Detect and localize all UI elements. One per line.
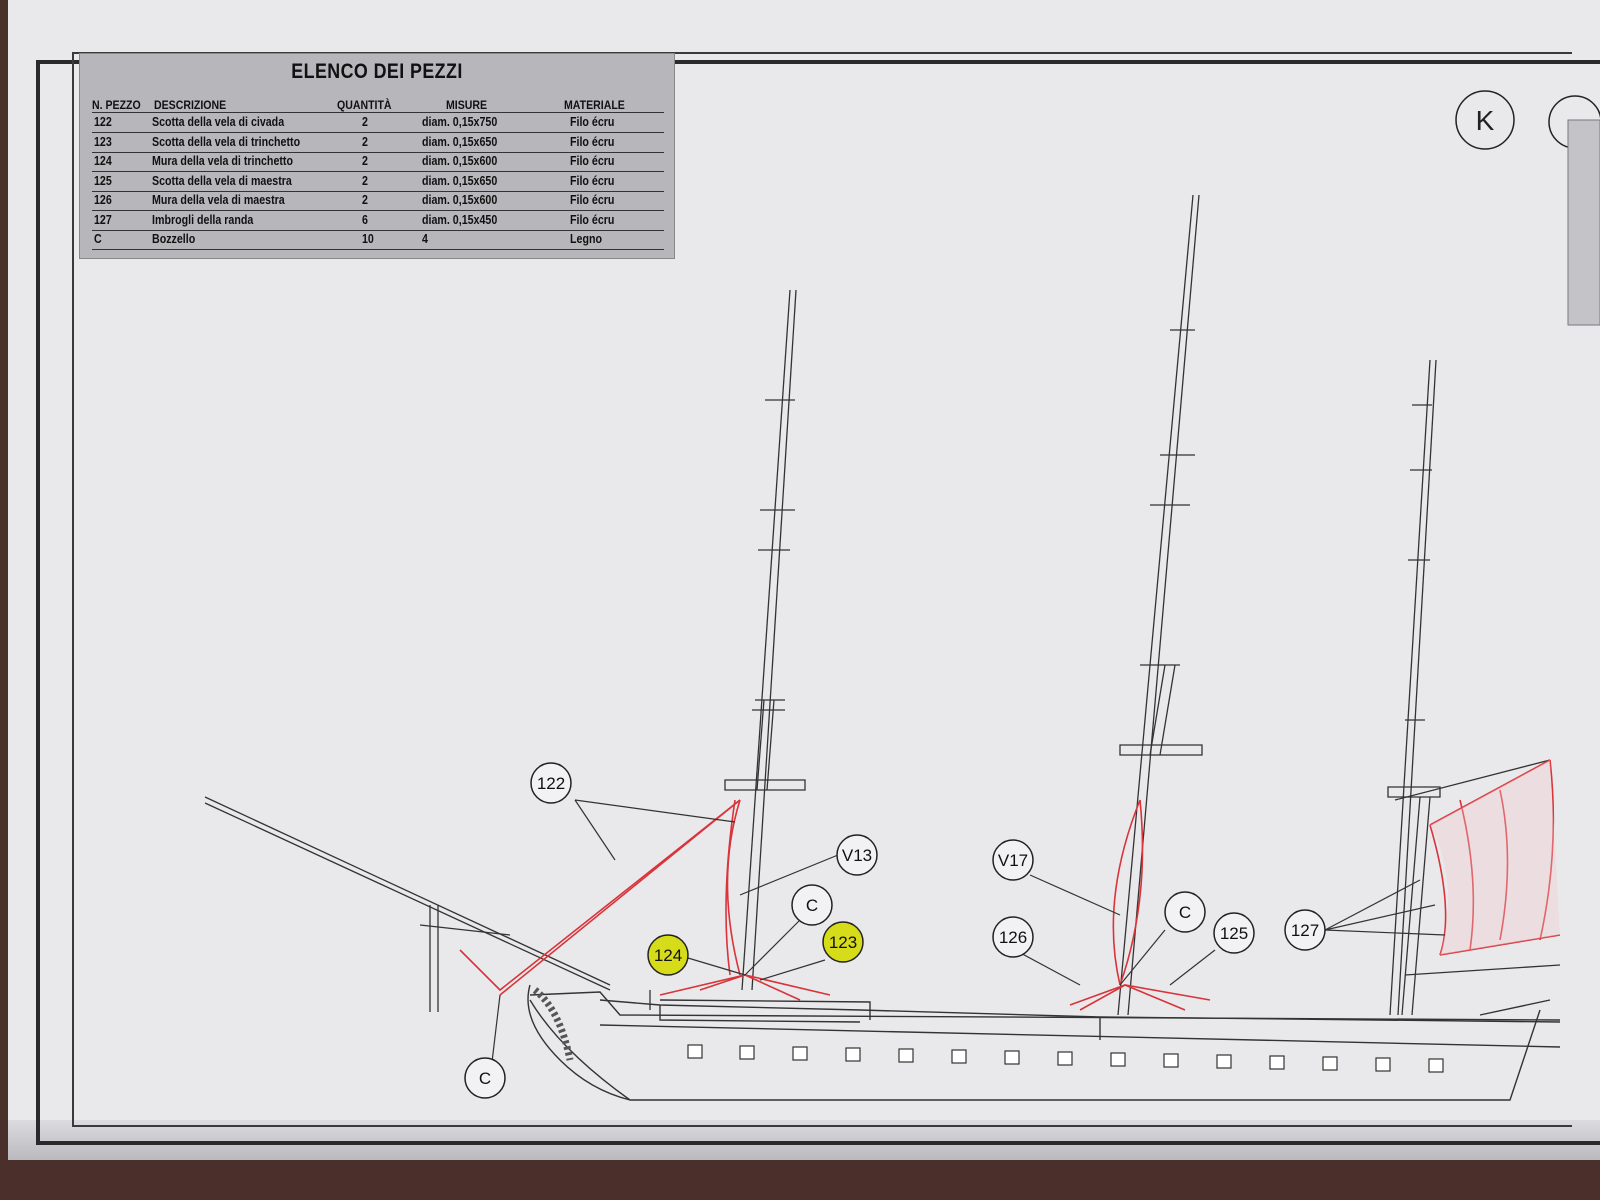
svg-text:125: 125	[1220, 924, 1248, 943]
callout-v17: V17	[992, 839, 1034, 881]
cell-description: Mura della vela di maestra	[152, 192, 285, 207]
cell-material: Filo écru	[570, 172, 615, 188]
cell-size: diam. 0,15x650	[422, 133, 498, 149]
cell-part-number: 122	[94, 114, 112, 129]
svg-text:C: C	[806, 896, 818, 915]
svg-text:122: 122	[537, 774, 565, 793]
callout-123: 123	[822, 921, 864, 963]
sheet-mark-text: K	[1476, 105, 1495, 136]
callout-c-main: C	[1164, 891, 1206, 933]
table-rule	[92, 190, 664, 192]
bowsprit	[204, 796, 611, 1012]
cell-description: Imbrogli della randa	[152, 211, 254, 227]
cell-quantity: 2	[362, 192, 368, 207]
cell-description: Scotta della vela di maestra	[152, 172, 292, 188]
table-rule	[92, 112, 664, 113]
cell-quantity: 2	[362, 133, 368, 149]
cell-part-number: C	[94, 231, 102, 246]
gun-ports	[687, 1044, 1444, 1073]
table-rule	[92, 171, 664, 172]
callout-v13: V13	[836, 834, 878, 876]
leader-lines	[491, 799, 1446, 1063]
cell-description: Scotta della vela di trinchetto	[152, 133, 301, 149]
svg-text:124: 124	[654, 946, 682, 965]
callout-125: 125	[1213, 912, 1255, 954]
cell-quantity: 2	[362, 153, 368, 168]
callout-c-bow: C	[464, 1057, 506, 1099]
parts-table-title: ELENCO DEI PEZZI	[291, 60, 463, 83]
callout-122: 122	[530, 762, 572, 804]
cell-part-number: 123	[94, 133, 112, 149]
table-rule	[92, 249, 664, 250]
cell-material: Filo écru	[570, 133, 615, 149]
cell-quantity: 2	[362, 114, 368, 129]
header-material: MATERIALE	[564, 98, 625, 112]
cell-size: diam. 0,15x750	[422, 114, 498, 129]
cell-quantity: 2	[362, 172, 368, 188]
callout-124: 124	[647, 934, 689, 976]
cell-description: Bozzello	[152, 231, 196, 246]
fore-mast	[649, 289, 806, 1010]
svg-text:126: 126	[999, 928, 1027, 947]
cell-part-number: 126	[94, 192, 112, 207]
cell-quantity: 10	[362, 231, 374, 246]
header-part-number: N. PEZZO	[92, 98, 141, 112]
cell-material: Legno	[570, 231, 602, 246]
header-size: MISURE	[446, 98, 488, 112]
callout-127: 127	[1284, 909, 1326, 951]
table-rule	[92, 210, 664, 211]
main-mast	[1117, 194, 1203, 1016]
header-description: DESCRIZIONE	[154, 98, 227, 112]
next-sheet-table-edge	[1567, 119, 1600, 326]
svg-text:V17: V17	[998, 851, 1028, 870]
svg-text:V13: V13	[842, 846, 872, 865]
table-rule	[92, 151, 664, 153]
inner-frame	[72, 52, 1572, 1127]
ship-hull	[527, 984, 1561, 1101]
callout-c-fore: C	[791, 884, 833, 926]
svg-text:127: 127	[1291, 921, 1319, 940]
cell-part-number: 127	[94, 211, 112, 227]
outer-frame	[36, 60, 1600, 1145]
cell-size: diam. 0,15x450	[422, 211, 498, 227]
cell-material: Filo écru	[570, 192, 615, 207]
cell-size: diam. 0,15x650	[422, 172, 498, 188]
cell-material: Filo écru	[570, 153, 615, 168]
cell-size: 4	[422, 231, 428, 246]
svg-text:123: 123	[829, 933, 857, 952]
parts-table: ELENCO DEI PEZZI N. PEZZO DESCRIZIONE QU…	[79, 53, 675, 259]
mizzen-sail-shading	[1430, 760, 1560, 955]
svg-text:C: C	[1179, 903, 1191, 922]
sheet-mark-circle	[1455, 90, 1515, 150]
mizzen-mast	[1387, 359, 1561, 1016]
cell-material: Filo écru	[570, 211, 615, 227]
figurehead-carving	[532, 987, 574, 1061]
cell-size: diam. 0,15x600	[422, 153, 498, 168]
table-rule	[92, 132, 664, 133]
cell-description: Mura della vela di trinchetto	[152, 153, 293, 168]
cell-size: diam. 0,15x600	[422, 192, 498, 207]
cell-material: Filo écru	[570, 114, 615, 129]
callout-126: 126	[992, 916, 1034, 958]
table-rule	[92, 229, 664, 231]
cell-description: Scotta della vela di civada	[152, 114, 285, 129]
cell-part-number: 125	[94, 172, 112, 188]
cell-quantity: 6	[362, 211, 368, 227]
red-rigging-lines	[459, 759, 1561, 1011]
header-quantity: QUANTITÀ	[337, 98, 392, 112]
svg-text:C: C	[479, 1069, 491, 1088]
cell-part-number: 124	[94, 153, 112, 168]
